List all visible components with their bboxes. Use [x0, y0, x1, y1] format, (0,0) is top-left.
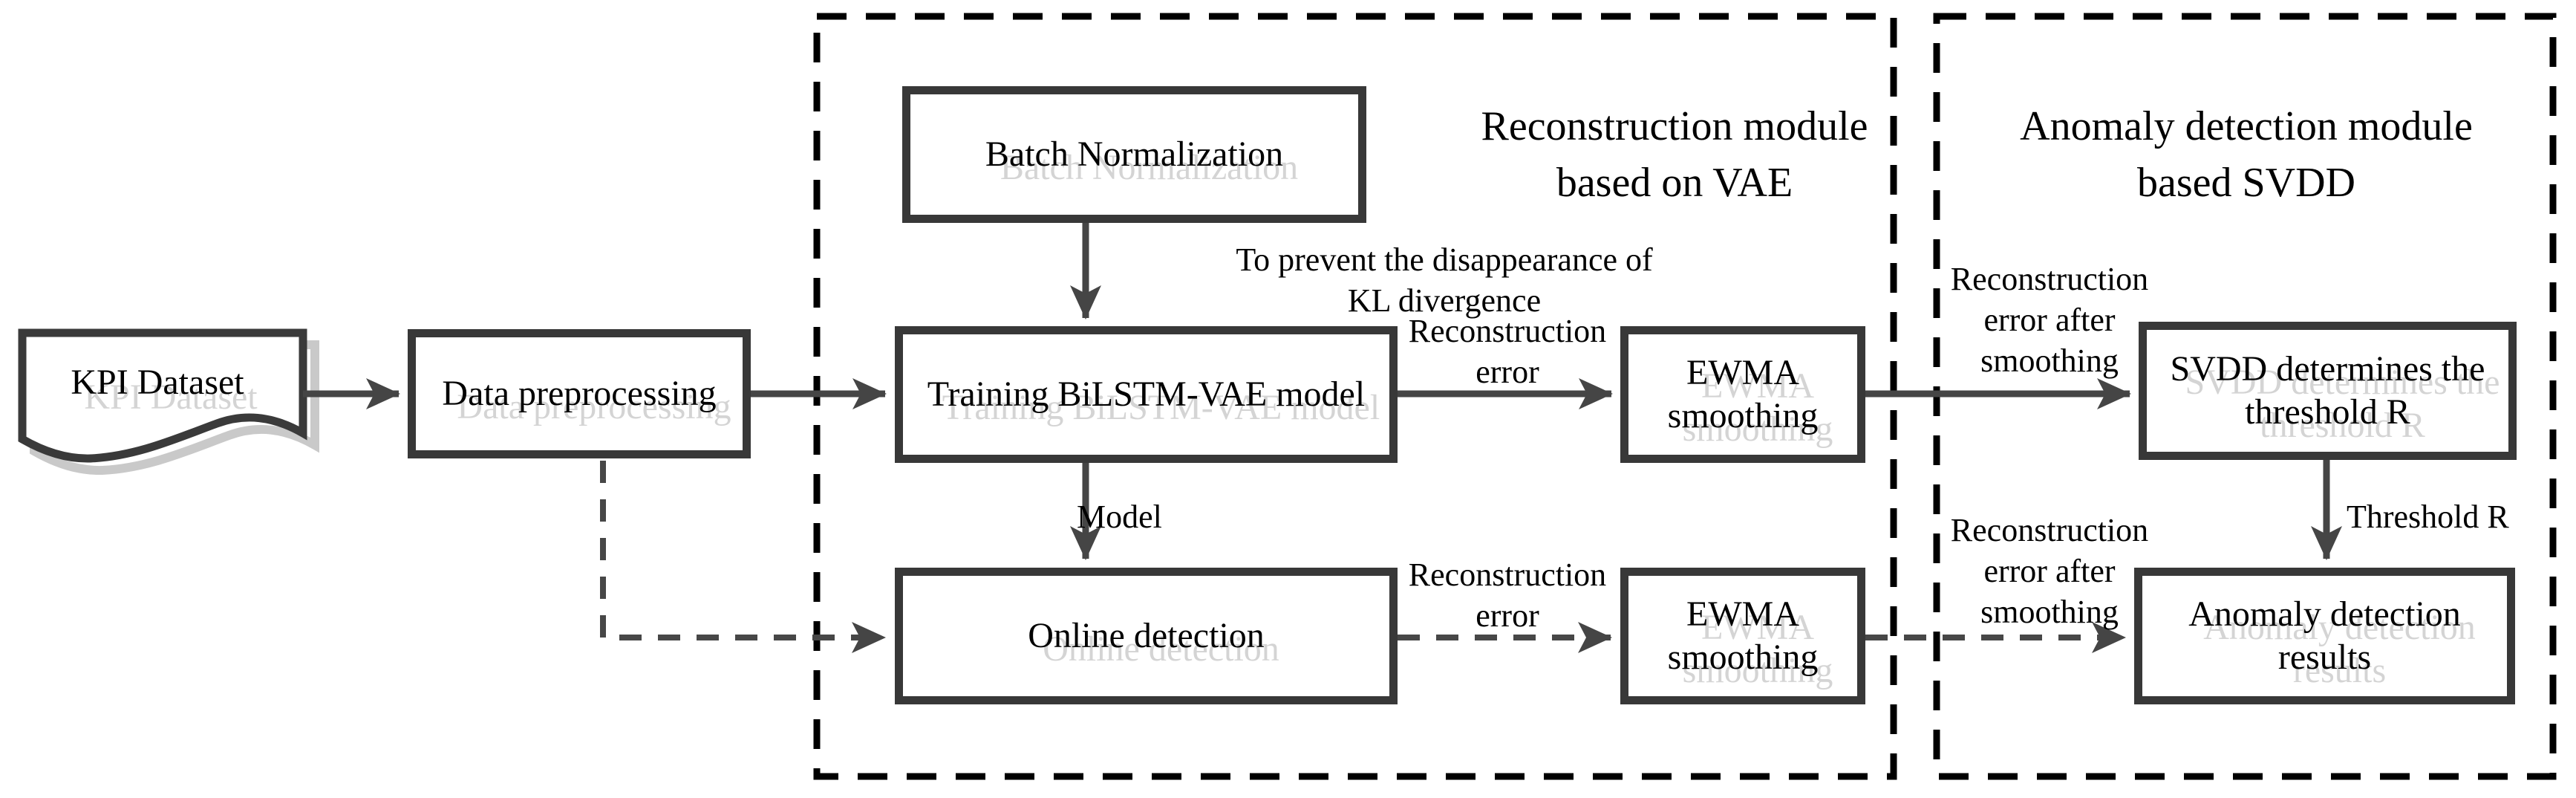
- node-data-preprocessing-label: Data preprocessing: [442, 374, 717, 413]
- edge-label-kl-note: To prevent the disappearance of KL diver…: [1236, 241, 1653, 319]
- node-ewma-smoothing-online-label: EWMA smoothing: [1667, 594, 1819, 677]
- node-svdd-threshold: SVDD determines the threshold R: [2139, 322, 2531, 476]
- edge-label-error-after-smoothing-online: Reconstruction error after smoothing: [1950, 512, 2149, 630]
- svdd-module-title: Anomaly detection module based SVDD: [2020, 103, 2473, 206]
- node-online-detection-label: Online detection: [1028, 616, 1265, 655]
- edge-label-reconstruction-error-online: Reconstruction error: [1408, 557, 1607, 634]
- edge-label-threshold-r: Threshold R: [2347, 499, 2509, 535]
- edge-label-error-after-smoothing-train: Reconstruction error after smoothing: [1950, 261, 2149, 379]
- node-online-detection: Online detection: [895, 568, 1412, 720]
- node-batch-normalization: Batch Normalization: [902, 86, 1380, 239]
- dashed-arrow-preprocessing-to-online: [600, 461, 886, 653]
- edge-label-reconstruction-error-train: Reconstruction error: [1408, 313, 1607, 390]
- node-anomaly-results-label: Anomaly detection results: [2188, 594, 2461, 677]
- vae-module-title: Reconstruction module based on VAE: [1481, 103, 1868, 206]
- node-batch-normalization-label: Batch Normalization: [985, 134, 1284, 174]
- node-ewma-smoothing-train: EWMA smoothing: [1620, 326, 1879, 479]
- node-training-bilstm-vae: Training BiLSTM-VAE model: [895, 326, 1412, 479]
- node-kpi-dataset-label: KPI Dataset: [71, 363, 244, 402]
- kpi-dataset-shape: [18, 328, 307, 463]
- node-anomaly-results: Anomaly detection results: [2134, 568, 2529, 720]
- node-training-bilstm-vae-label: Training BiLSTM-VAE model: [927, 374, 1366, 414]
- node-data-preprocessing: Data preprocessing: [408, 329, 765, 474]
- node-ewma-smoothing-train-label: EWMA smoothing: [1667, 353, 1819, 435]
- edge-label-model: Model: [1077, 499, 1162, 535]
- node-ewma-smoothing-online: EWMA smoothing: [1620, 568, 1879, 720]
- node-svdd-threshold-label: SVDD determines the threshold R: [2170, 349, 2485, 432]
